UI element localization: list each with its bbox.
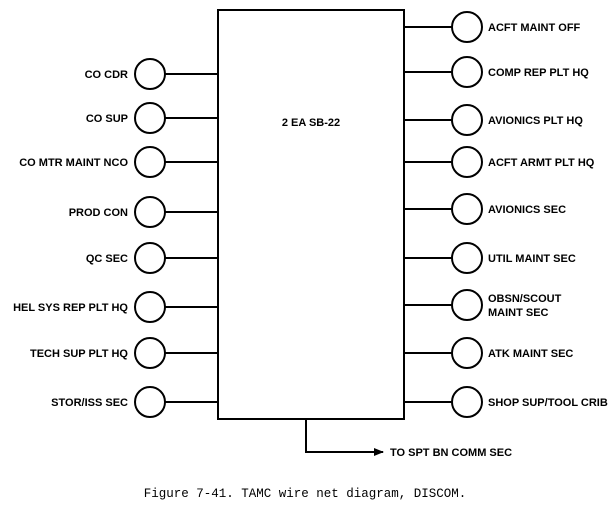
- station-acft-maint-off: ACFT MAINT OFF: [404, 11, 581, 43]
- station-label: AVIONICS SEC: [488, 204, 566, 216]
- station-prod-con: PROD CON: [69, 196, 218, 228]
- station-label: ATK MAINT SEC: [488, 348, 573, 360]
- station-hel-sys-rep-plt-hq: HEL SYS REP PLT HQ: [13, 291, 218, 323]
- terminal-circle: [134, 291, 166, 323]
- station-label: AVIONICS PLT HQ: [488, 115, 583, 127]
- terminal-circle: [134, 337, 166, 369]
- terminal-circle: [451, 289, 483, 321]
- terminal-circle: [134, 242, 166, 274]
- terminal-circle: [134, 102, 166, 134]
- left-stations: CO CDR CO SUP CO MTR MAINT NCO PROD CON QC S…: [13, 58, 218, 418]
- station-label: ACFT MAINT OFF: [488, 22, 581, 34]
- station-label: OBSN/SCOUT: [488, 293, 562, 305]
- terminal-circle: [134, 58, 166, 90]
- station-label: MAINT SEC: [488, 307, 549, 319]
- right-stations: ACFT MAINT OFF COMP REP PLT HQ AVIONICS PL…: [404, 11, 608, 418]
- station-label: CO MTR MAINT NCO: [19, 157, 128, 169]
- external-link-label: TO SPT BN COMM SEC: [390, 447, 512, 459]
- terminal-circle: [134, 146, 166, 178]
- terminal-circle: [451, 104, 483, 136]
- switchboard-label: 2 EA SB-22: [282, 117, 340, 129]
- station-tech-sup-plt-hq: TECH SUP PLT HQ: [30, 337, 218, 369]
- figure-caption: Figure 7-41. TAMC wire net diagram, DISC…: [144, 487, 467, 501]
- station-label: SHOP SUP/TOOL CRIB: [488, 397, 608, 409]
- terminal-circle: [451, 386, 483, 418]
- station-label: STOR/ISS SEC: [51, 397, 128, 409]
- station-qc-sec: QC SEC: [86, 242, 218, 274]
- station-shop-sup-tool-crib: SHOP SUP/TOOL CRIB: [404, 386, 608, 418]
- terminal-circle: [451, 146, 483, 178]
- terminal-circle: [451, 337, 483, 369]
- station-stor-iss-sec: STOR/ISS SEC: [51, 386, 218, 418]
- station-util-maint-sec: UTIL MAINT SEC: [404, 242, 576, 274]
- station-label: CO SUP: [86, 113, 128, 125]
- station-label: HEL SYS REP PLT HQ: [13, 302, 128, 314]
- station-label: ACFT ARMT PLT HQ: [488, 157, 595, 169]
- station-label: QC SEC: [86, 253, 128, 265]
- station-label: TECH SUP PLT HQ: [30, 348, 128, 360]
- station-label: UTIL MAINT SEC: [488, 253, 576, 265]
- switchboard-box: [217, 9, 405, 420]
- station-avionics-plt-hq: AVIONICS PLT HQ: [404, 104, 583, 136]
- terminal-circle: [451, 56, 483, 88]
- terminal-circle: [451, 242, 483, 274]
- station-label: PROD CON: [69, 207, 128, 219]
- station-acft-armt-plt-hq: ACFT ARMT PLT HQ: [404, 146, 595, 178]
- terminal-circle: [134, 196, 166, 228]
- terminal-circle: [134, 386, 166, 418]
- station-atk-maint-sec: ATK MAINT SEC: [404, 337, 573, 369]
- external-link-line: [305, 419, 384, 456]
- terminal-circle: [451, 193, 483, 225]
- station-co-sup: CO SUP: [86, 102, 218, 134]
- station-obsn-scout-maint-sec: OBSN/SCOUT MAINT SEC: [404, 289, 562, 321]
- station-comp-rep-plt-hq: COMP REP PLT HQ: [404, 56, 589, 88]
- station-co-mtr-maint-nco: CO MTR MAINT NCO: [19, 146, 218, 178]
- station-label: CO CDR: [85, 69, 128, 81]
- terminal-circle: [451, 11, 483, 43]
- station-label: COMP REP PLT HQ: [488, 67, 589, 79]
- station-co-cdr: CO CDR: [85, 58, 218, 90]
- station-avionics-sec: AVIONICS SEC: [404, 193, 566, 225]
